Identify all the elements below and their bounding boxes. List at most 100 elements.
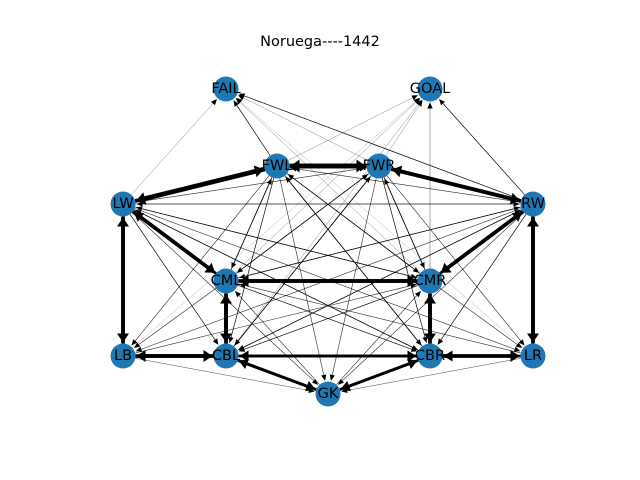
edge-arrowhead <box>321 374 327 381</box>
edge-arrowhead <box>239 273 246 279</box>
edge-lr-cml <box>239 283 521 354</box>
edge-arrowhead <box>228 336 234 343</box>
edge-line <box>234 101 417 273</box>
edge-arrowhead <box>212 338 219 345</box>
edge-lr-rw <box>527 217 539 344</box>
node-circle <box>315 381 341 407</box>
edge-line <box>233 180 368 347</box>
edge-arrowhead <box>437 338 444 345</box>
edge-arrowhead <box>135 346 143 352</box>
edge-rw-cml <box>239 206 521 279</box>
edge-line <box>131 102 214 195</box>
node-lw: LW <box>110 191 136 217</box>
edge-line <box>386 182 426 270</box>
node-circle <box>417 76 443 102</box>
edge-line <box>341 212 525 382</box>
edge-lb-cmr <box>135 283 417 354</box>
edge-arrowhead <box>384 178 390 185</box>
node-label: CBL <box>212 348 240 364</box>
edge-gk-cbl <box>238 358 317 391</box>
node-circle <box>110 343 136 369</box>
edge-rw-goal <box>439 99 525 195</box>
node-circle <box>110 191 136 217</box>
node-lr: LR <box>520 343 546 369</box>
edge-arrowhead <box>136 192 147 205</box>
edge-line <box>134 209 414 349</box>
edge-rw-lb <box>135 208 522 352</box>
edge-rw-fail <box>238 93 522 200</box>
edge-arrowhead <box>231 262 237 269</box>
edge-arrowhead <box>440 262 452 273</box>
edge-line <box>135 358 311 391</box>
edge-cml-goal <box>234 98 421 273</box>
edge-line <box>135 206 413 277</box>
edge-line <box>381 177 426 339</box>
edge-fwr-gk <box>329 178 377 381</box>
edge-arrowhead <box>266 178 272 185</box>
edge-gk-cmr <box>336 291 421 385</box>
edge-fwl-lw <box>136 166 266 205</box>
edge-lw-cml <box>131 209 216 273</box>
edge-gk-cml <box>235 291 320 385</box>
edge-fwr-fwl <box>290 159 367 173</box>
edge-line <box>445 209 525 271</box>
edge-line <box>243 206 521 277</box>
edge-line <box>243 285 521 354</box>
edge-cml-fwr <box>235 174 369 274</box>
node-fail: FAIL <box>211 76 241 102</box>
edge-line <box>439 288 519 346</box>
edge-cmr-lr <box>439 288 523 349</box>
edge-line <box>230 177 275 339</box>
node-label: LW <box>112 196 133 212</box>
edge-fwl-gk <box>279 178 327 381</box>
edge-line <box>339 361 412 391</box>
edge-rw-gk <box>337 212 525 385</box>
edge-line <box>291 176 421 274</box>
node-label: CBR <box>415 348 445 364</box>
edge-line <box>237 284 413 351</box>
edge-arrowhead <box>238 358 250 370</box>
edge-line <box>132 100 417 348</box>
edge-arrowhead <box>514 209 521 215</box>
edge-line <box>137 288 217 346</box>
node-circle <box>213 343 239 369</box>
edge-arrowhead <box>235 291 241 298</box>
edge-arrowhead <box>290 159 300 173</box>
edge-line <box>134 175 270 342</box>
node-circle <box>264 153 290 179</box>
edge-arrowhead <box>415 291 421 298</box>
node-label: CML <box>211 273 242 289</box>
edges-layer <box>117 93 539 394</box>
edge-cbr-cmr <box>424 294 436 344</box>
edge-line <box>398 169 522 203</box>
node-circle <box>213 268 239 294</box>
node-label: LR <box>524 348 542 364</box>
edge-arrowhead <box>510 350 520 362</box>
node-cbr: CBR <box>415 343 445 369</box>
edge-cbr-lr <box>442 350 520 362</box>
edge-lw-cmr <box>135 206 417 279</box>
edge-arrowhead <box>337 378 345 385</box>
edge-cml-cbr <box>237 284 418 352</box>
edge-arrowhead <box>285 176 292 183</box>
edge-line <box>235 104 271 156</box>
edge-arrowhead <box>311 378 319 385</box>
edge-line <box>129 214 217 342</box>
edge-arrowhead <box>515 342 523 349</box>
edge-line <box>239 101 422 273</box>
edge-arrowhead <box>439 99 445 106</box>
node-cml: CML <box>211 268 242 294</box>
edge-line <box>135 168 361 203</box>
edge-fwl-lb <box>131 175 270 346</box>
edge-line <box>131 212 315 382</box>
node-rw: RW <box>520 191 546 217</box>
node-lb: LB <box>110 343 136 369</box>
edge-cbl-lb <box>136 350 214 362</box>
node-fwr: FWR <box>363 153 395 179</box>
edge-fwr-cbr <box>381 177 428 343</box>
edge-arrowhead <box>329 374 335 381</box>
edge-arrowhead <box>361 174 369 180</box>
edge-arrowhead <box>238 93 246 99</box>
edge-line <box>134 208 516 350</box>
